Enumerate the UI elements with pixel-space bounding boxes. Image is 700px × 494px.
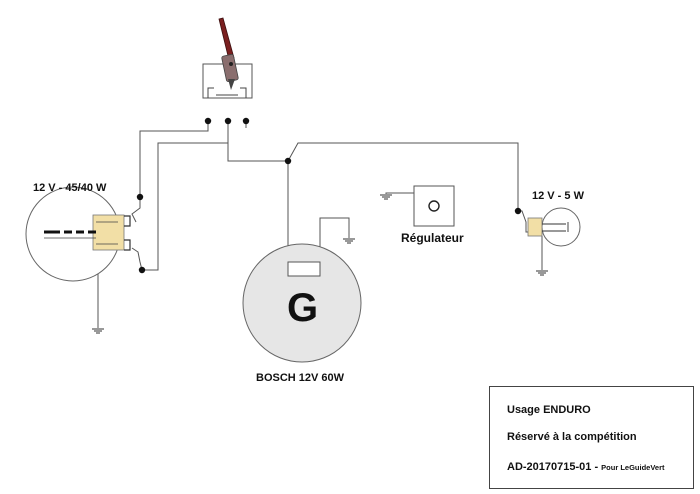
ground-icon — [536, 270, 548, 276]
reference-code: AD-20170715-01 — [507, 461, 592, 473]
switch-lever-icon — [218, 17, 235, 61]
ground-icon — [343, 238, 355, 244]
generator-terminal-block — [287, 261, 321, 277]
credit-text: Pour LeGuideVert — [601, 463, 665, 472]
taillamp-filament-icon — [542, 222, 569, 232]
headlamp-connector-upper-icon — [124, 215, 131, 227]
headlamp-connector-lower-icon — [124, 239, 131, 251]
generator-body — [242, 243, 362, 363]
junction-taillamp — [514, 207, 522, 215]
regulator-terminal-icon — [428, 200, 440, 212]
junctions — [136, 117, 522, 274]
headlamp-filament-leads — [44, 221, 118, 245]
headlamp-label: 12 V - 45/40 W — [33, 182, 107, 194]
competition-note: Réservé à la compétition — [507, 431, 637, 443]
ground-symbols — [92, 194, 548, 334]
switch-pivot-icon — [229, 62, 233, 66]
taillamp-bulb — [541, 207, 581, 247]
junction-switch-middle — [224, 117, 232, 125]
usage-label: Usage ENDURO — [507, 404, 591, 416]
junction-switch-left — [204, 117, 212, 125]
ground-icon — [92, 328, 104, 334]
headlamp: 12 V - 45/40 W — [25, 182, 131, 282]
wire-headlamp-connector-upper — [131, 197, 141, 223]
wire-switch-to-generator — [227, 121, 288, 162]
wire-taillamp-feed — [518, 210, 528, 233]
reference-separator: - — [591, 461, 602, 473]
ground-icon — [380, 194, 392, 200]
headlamp-socket — [92, 214, 125, 251]
wire-regulator-ground — [385, 192, 414, 194]
wire-generator-ground — [319, 217, 350, 262]
switch-pointer-icon — [228, 79, 235, 90]
junction-headlamp-high — [136, 193, 144, 201]
wire-headlamp-connector-lower — [131, 247, 143, 271]
regulator: Régulateur — [401, 185, 464, 245]
switch-contacts — [207, 87, 247, 98]
reference-line: AD-20170715-01 - Pour LeGuideVert — [507, 461, 665, 473]
generator: G BOSCH 12V 60W — [242, 243, 362, 384]
junction-switch-right — [242, 117, 250, 125]
generator-symbol: G — [287, 286, 318, 330]
taillamp-label: 12 V - 5 W — [532, 190, 585, 202]
junction-generator-branch — [284, 157, 292, 165]
wire-switch-to-headlamp-high — [139, 121, 209, 197]
taillamp: 12 V - 5 W — [527, 190, 585, 247]
junction-headlamp-low — [138, 266, 146, 274]
regulator-label: Régulateur — [401, 231, 464, 245]
wire-to-taillamp — [287, 142, 519, 211]
wire-switch-to-headlamp-low — [142, 121, 229, 271]
generator-label: BOSCH 12V 60W — [256, 372, 345, 384]
light-switch — [202, 17, 253, 99]
taillamp-socket — [527, 217, 543, 237]
info-box: Usage ENDURO Réservé à la compétition AD… — [489, 386, 694, 489]
